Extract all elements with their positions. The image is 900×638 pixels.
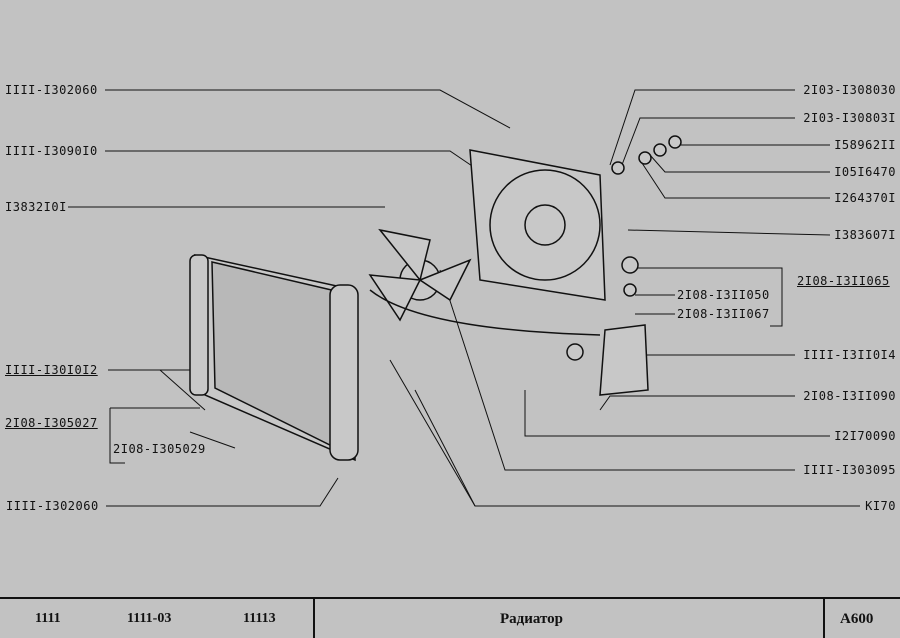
part-label: KI70 (865, 499, 896, 513)
model-1111: 1111 (35, 611, 61, 626)
part-label: I05I6470 (834, 165, 896, 179)
radiator-drawing (189, 254, 359, 462)
parts-diagram (68, 89, 860, 507)
footer-bar: 1111 1111-03 11113 Радиатор A600 (0, 597, 900, 638)
part-label: 2I08-I305027 (5, 416, 98, 430)
part-label: I383607I (834, 228, 896, 242)
part-label: I3832I0I (5, 200, 67, 214)
page-code: A600 (840, 611, 874, 627)
part-label: I264370I (834, 191, 896, 205)
reservoir-drawing (369, 135, 682, 396)
part-label: 2I08-I3II065 (797, 274, 890, 288)
part-label: IIII-I3090I0 (5, 144, 98, 158)
part-label: 2I03-I308030 (803, 83, 896, 97)
part-label: IIII-I302060 (6, 499, 99, 513)
model-1111-03: 1111-03 (127, 611, 172, 626)
part-label: 2I08-I305029 (113, 442, 206, 456)
divider (313, 599, 315, 638)
part-label: 2I08-I3II067 (677, 307, 770, 321)
part-label: 2I08-I3II090 (803, 389, 896, 403)
fan-shroud-drawing (368, 149, 606, 322)
part-label: IIII-I303095 (803, 463, 896, 477)
part-label: I58962II (834, 138, 896, 152)
part-label: IIII-I302060 (5, 83, 98, 97)
page-title: Радиатор (500, 611, 564, 627)
part-label: IIII-I30I0I2 (5, 363, 98, 377)
part-label: IIII-I3II0I4 (803, 348, 896, 362)
part-label: 2I03-I30803I (803, 111, 896, 125)
divider (823, 599, 825, 638)
part-label: 2I08-I3II050 (677, 288, 770, 302)
part-label: I2I70090 (834, 429, 896, 443)
leader-lines (68, 89, 860, 507)
model-11113: 11113 (243, 611, 276, 626)
